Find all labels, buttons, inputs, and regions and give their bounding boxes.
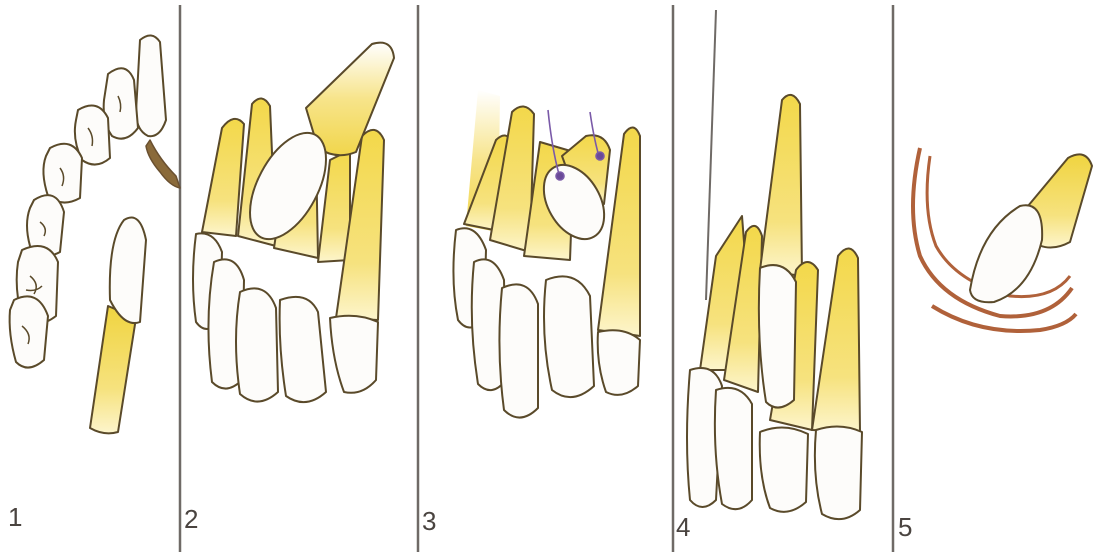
p4-crown-5: [815, 426, 862, 519]
p2-crown-5: [330, 316, 378, 393]
panel-2-illustration: [193, 43, 394, 403]
wire-stub: [146, 140, 180, 188]
panel-number-5: 5: [898, 514, 912, 540]
p5-tooth-crown: [970, 205, 1042, 302]
p2-root-a: [202, 119, 244, 236]
p3-crown-4: [544, 276, 594, 397]
p4-guide-wire: [706, 10, 716, 300]
arch-tooth-incisor: [136, 35, 166, 136]
displaced-tooth-crown: [110, 218, 146, 324]
arch-tooth-molar-2: [10, 296, 48, 367]
p4-crown-2: [715, 388, 752, 509]
panel-number-2: 2: [184, 506, 198, 532]
p4-crown-3: [759, 265, 796, 407]
panel-4-illustration: [687, 10, 862, 519]
panel-number-4: 4: [676, 514, 690, 540]
panel-number-3: 3: [422, 508, 436, 534]
p4-root-e: [812, 248, 860, 432]
panel-5-illustration: [913, 148, 1092, 331]
p2-crown-3: [236, 288, 278, 401]
panel-1-illustration: [10, 35, 180, 433]
p3-crown-3: [499, 284, 538, 417]
displaced-tooth-root: [90, 306, 136, 433]
panel-3-illustration: [453, 90, 640, 418]
p4-root-c: [760, 95, 802, 276]
panel-number-1: 1: [8, 504, 22, 530]
p5-wire-lower: [932, 306, 1076, 331]
p4-crown-4: [760, 427, 808, 511]
p2-crown-4: [280, 297, 326, 402]
p3-crown-5: [598, 330, 640, 395]
